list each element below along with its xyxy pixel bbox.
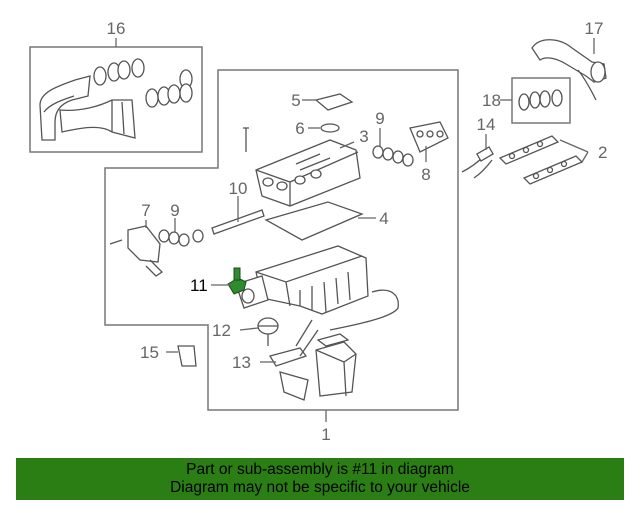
part-3-intake-manifold bbox=[255, 139, 361, 207]
assembly-box-1 bbox=[104, 69, 459, 411]
part-9-lower-rings bbox=[109, 229, 204, 247]
callout-5: 5 bbox=[291, 91, 300, 110]
callout-1: 1 bbox=[321, 425, 330, 444]
callout-6: 6 bbox=[295, 119, 304, 138]
part-2-gaskets bbox=[498, 135, 584, 185]
part-4-gasket bbox=[264, 201, 364, 241]
callout-3: 3 bbox=[359, 127, 368, 146]
callout-9-lower: 9 bbox=[170, 201, 179, 220]
callout-numbers: 16 17 18 2 14 5 6 3 9 8 10 4 7 9 11 12 1… bbox=[107, 19, 608, 444]
callout-17: 17 bbox=[585, 19, 604, 38]
callout-8: 8 bbox=[421, 165, 430, 184]
part-12-regulator bbox=[257, 317, 279, 346]
callout-11: 11 bbox=[190, 276, 208, 295]
part-11-sensor bbox=[227, 267, 247, 295]
info-banner: Part or sub-assembly is #11 in diagram D… bbox=[16, 458, 624, 500]
part-5-plate bbox=[314, 93, 354, 111]
callout-15: 14 bbox=[477, 115, 496, 134]
part-16-intake-duct bbox=[39, 58, 193, 141]
callout-4: 4 bbox=[379, 209, 388, 228]
part-9-upper-rings bbox=[372, 145, 414, 167]
callout-2: 2 bbox=[598, 143, 607, 162]
bolt bbox=[243, 127, 249, 152]
banner-line-2: Diagram may not be specific to your vehi… bbox=[170, 479, 470, 496]
part-17-tube bbox=[531, 39, 607, 101]
part-15-hose bbox=[461, 146, 494, 179]
callout-9-upper: 9 bbox=[375, 109, 384, 128]
callout-16: 16 bbox=[107, 19, 126, 38]
callout-12: 12 bbox=[212, 321, 231, 340]
banner-line-1: Part or sub-assembly is #11 in diagram bbox=[186, 461, 454, 478]
callout-14: 15 bbox=[140, 343, 159, 362]
lower-intake-housing bbox=[235, 245, 399, 331]
callout-13: 13 bbox=[232, 353, 251, 372]
part-14-clip bbox=[177, 345, 197, 367]
part-8-bracket bbox=[409, 121, 449, 153]
callout-10: 10 bbox=[229, 179, 248, 198]
callout-18: 18 bbox=[482, 91, 501, 110]
leader-lines bbox=[115, 38, 595, 422]
part-18-rings bbox=[518, 89, 563, 111]
part-7-cover bbox=[127, 225, 164, 277]
part-6-o-ring bbox=[320, 123, 340, 133]
callout-7: 7 bbox=[141, 201, 150, 220]
lower-right-housing bbox=[315, 333, 357, 397]
part-13-bracket bbox=[268, 319, 319, 401]
